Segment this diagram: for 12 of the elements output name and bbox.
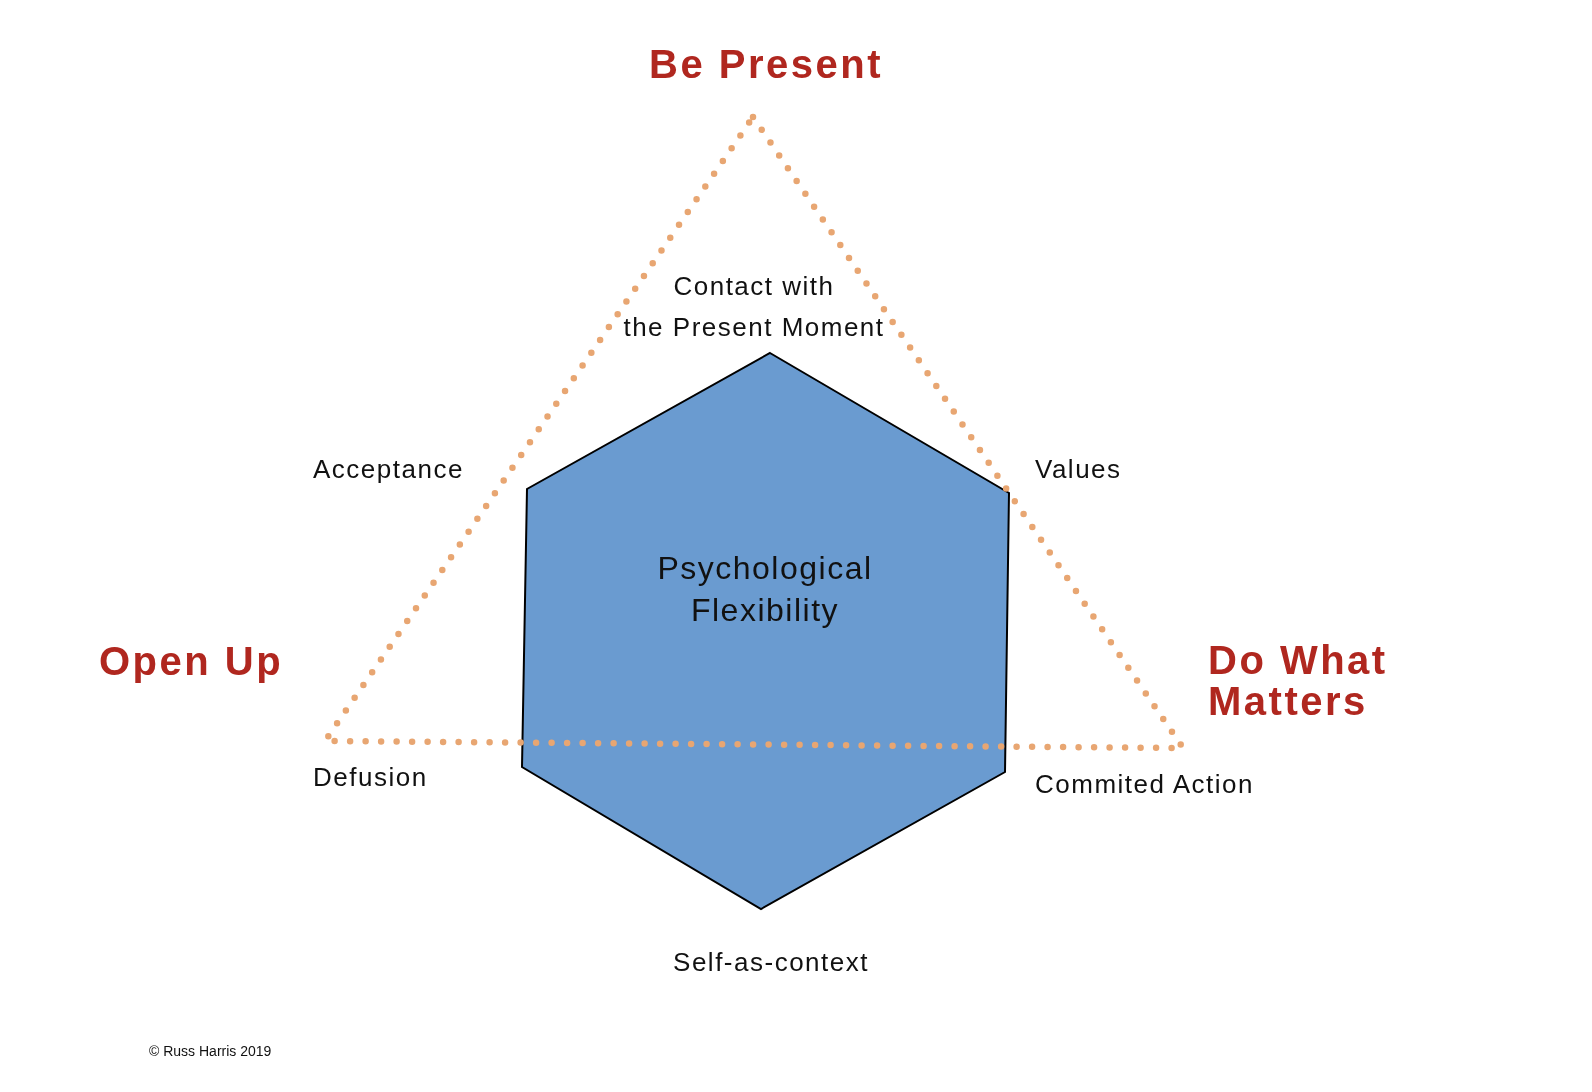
hexagon [522,353,1009,909]
vertex-label: Values [1035,452,1122,486]
vertex-label: Contact with the Present Moment [623,270,885,344]
section-heading: Do What Matters [1208,640,1388,722]
vertex-label: Commited Action [1035,767,1255,801]
section-heading: Be Present [649,43,883,85]
node-text: Psychological Flexibility [657,549,873,630]
vertex-label: Self-as-context [673,945,869,979]
copyright-note: © Russ Harris 2019 [149,1042,272,1060]
vertex-label: Defusion [313,760,428,794]
vertex-label: Acceptance [313,452,464,486]
section-heading: Open Up [99,640,284,682]
